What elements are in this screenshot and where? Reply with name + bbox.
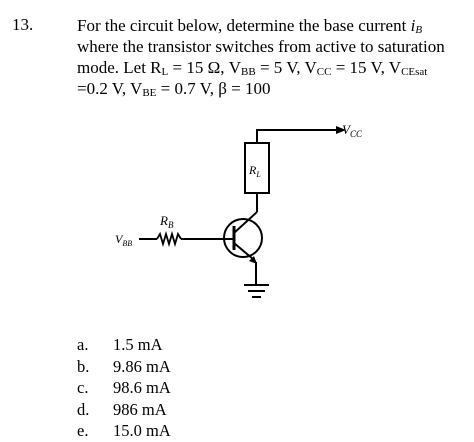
option-b[interactable]: b.9.86 mA xyxy=(77,356,171,376)
option-a[interactable]: a.1.5 mA xyxy=(77,335,163,354)
option-c[interactable]: c.98.6 mA xyxy=(77,378,171,397)
transistor-collector-leg xyxy=(233,211,258,234)
question-number: 13. xyxy=(12,15,34,34)
answer-options: a.1.5 mA b.9.86 mA c.98.6 mA d.986 mA e.… xyxy=(77,334,171,442)
question-stem: For the circuit below, determine the bas… xyxy=(77,15,469,99)
stem-line-2: where the transistor switches from activ… xyxy=(77,37,445,56)
stem-line-4: =0.2 V, VBE = 0.7 V, β = 100 xyxy=(77,79,271,99)
option-d[interactable]: d.986 mA xyxy=(77,399,167,419)
vbb-label: VBB xyxy=(115,232,132,248)
vcc-wire xyxy=(256,129,340,143)
transistor-emitter-leg xyxy=(233,242,254,260)
rb-resistor xyxy=(156,230,182,248)
ib-symbol: i xyxy=(410,16,416,35)
rl-resistor xyxy=(244,142,270,194)
stem-line-1: For the circuit below, determine the bas… xyxy=(77,16,423,36)
stem-line-3: mode. Let RL = 15 Ω, VBB = 5 V, VCC = 15… xyxy=(77,58,428,78)
vcc-label: VCC xyxy=(342,122,363,139)
rb-label: RB xyxy=(159,213,174,230)
rl-label: RL xyxy=(248,163,261,179)
option-e[interactable]: e.15.0 mA xyxy=(77,421,171,440)
vcc-arrow xyxy=(336,126,346,134)
